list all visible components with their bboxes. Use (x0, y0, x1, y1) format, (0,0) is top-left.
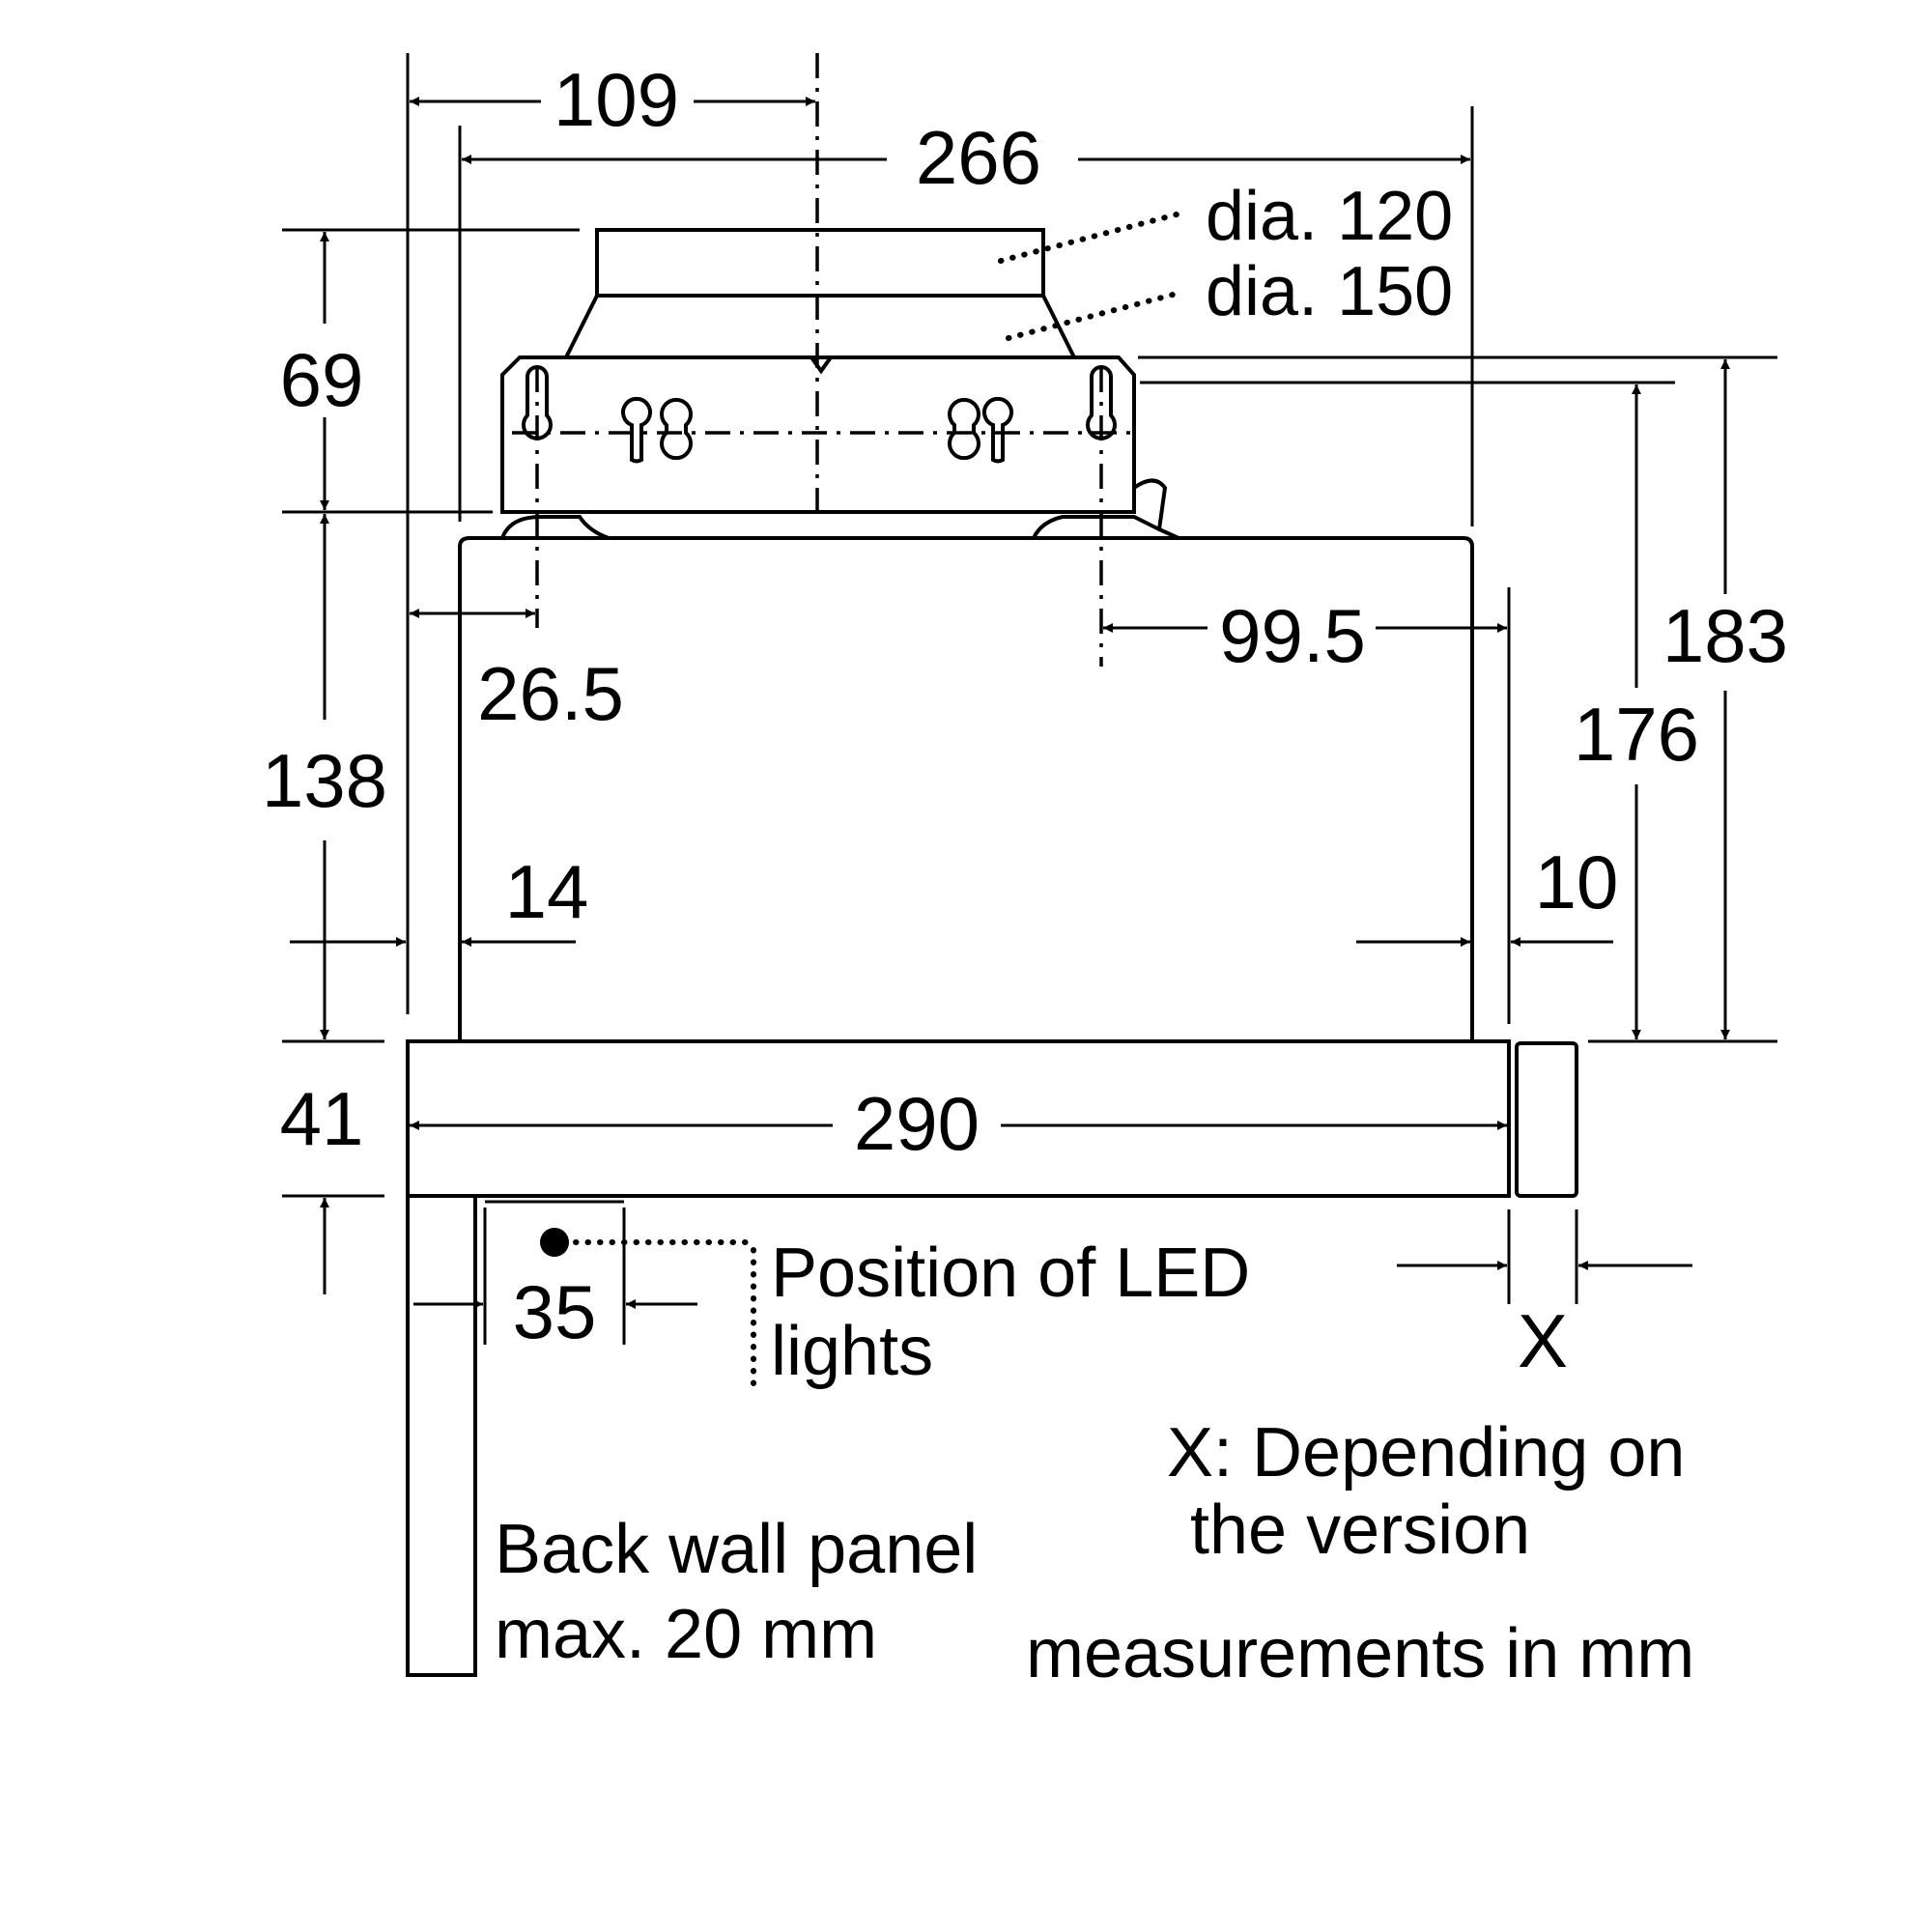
dim-290: 290 (854, 1081, 980, 1166)
dim-41: 41 (280, 1076, 364, 1161)
dimension-lines (290, 97, 1730, 1309)
dimension-labels: 109 266 dia. 120 dia. 150 69 26.5 99.5 1… (262, 57, 1788, 1383)
duct-cone (562, 294, 1078, 359)
panel-label-line2: max. 20 mm (495, 1596, 877, 1673)
dim-10: 10 (1535, 839, 1619, 924)
cable-clip (1132, 478, 1168, 530)
dim-dia150: dia. 150 (1206, 253, 1453, 330)
dim-26-5: 26.5 (477, 651, 624, 736)
keyhole-2-icon (660, 397, 693, 461)
keyhole-1-icon (621, 397, 652, 464)
dim-x: X (1518, 1298, 1568, 1383)
bracket-right (1032, 515, 1179, 540)
front-strip (1515, 1041, 1578, 1198)
led-label-line1: Position of LED (771, 1235, 1250, 1312)
units-label: measurements in mm (1026, 1615, 1694, 1692)
dim-266: 266 (916, 115, 1041, 200)
dim-109: 109 (554, 57, 679, 142)
dim-69: 69 (280, 337, 364, 422)
leader-dia120 (998, 212, 1179, 264)
panel-label-line1: Back wall panel (495, 1511, 978, 1588)
version-label-line2: the version (1190, 1492, 1530, 1569)
extension-lines (282, 53, 1777, 1345)
version-label-line1: X: Depending on (1167, 1414, 1685, 1492)
led-position-icon (540, 1228, 569, 1257)
duct-collar (595, 228, 1045, 298)
hood-body (458, 536, 1474, 1041)
dim-35: 35 (513, 1269, 597, 1354)
leader-lines (540, 212, 1179, 1394)
led-label-line2: lights (771, 1313, 933, 1390)
dim-14: 14 (505, 849, 589, 934)
dim-dia120: dia. 120 (1206, 178, 1453, 255)
leader-dia150 (1006, 291, 1179, 341)
bottom-panel (406, 1039, 1511, 1198)
back-wall-panel (406, 1194, 477, 1677)
dim-183: 183 (1662, 593, 1788, 678)
dim-138: 138 (262, 738, 387, 823)
center-lines (512, 53, 1140, 667)
keyhole-4-icon (982, 397, 1013, 464)
mounting-slots (522, 365, 1117, 464)
keyhole-3-icon (948, 397, 980, 461)
dim-176: 176 (1574, 692, 1699, 777)
dim-99-5: 99.5 (1219, 593, 1366, 678)
annotation-labels: Position of LED lights X: Depending on t… (495, 1235, 1694, 1692)
bracket-left (500, 515, 610, 540)
